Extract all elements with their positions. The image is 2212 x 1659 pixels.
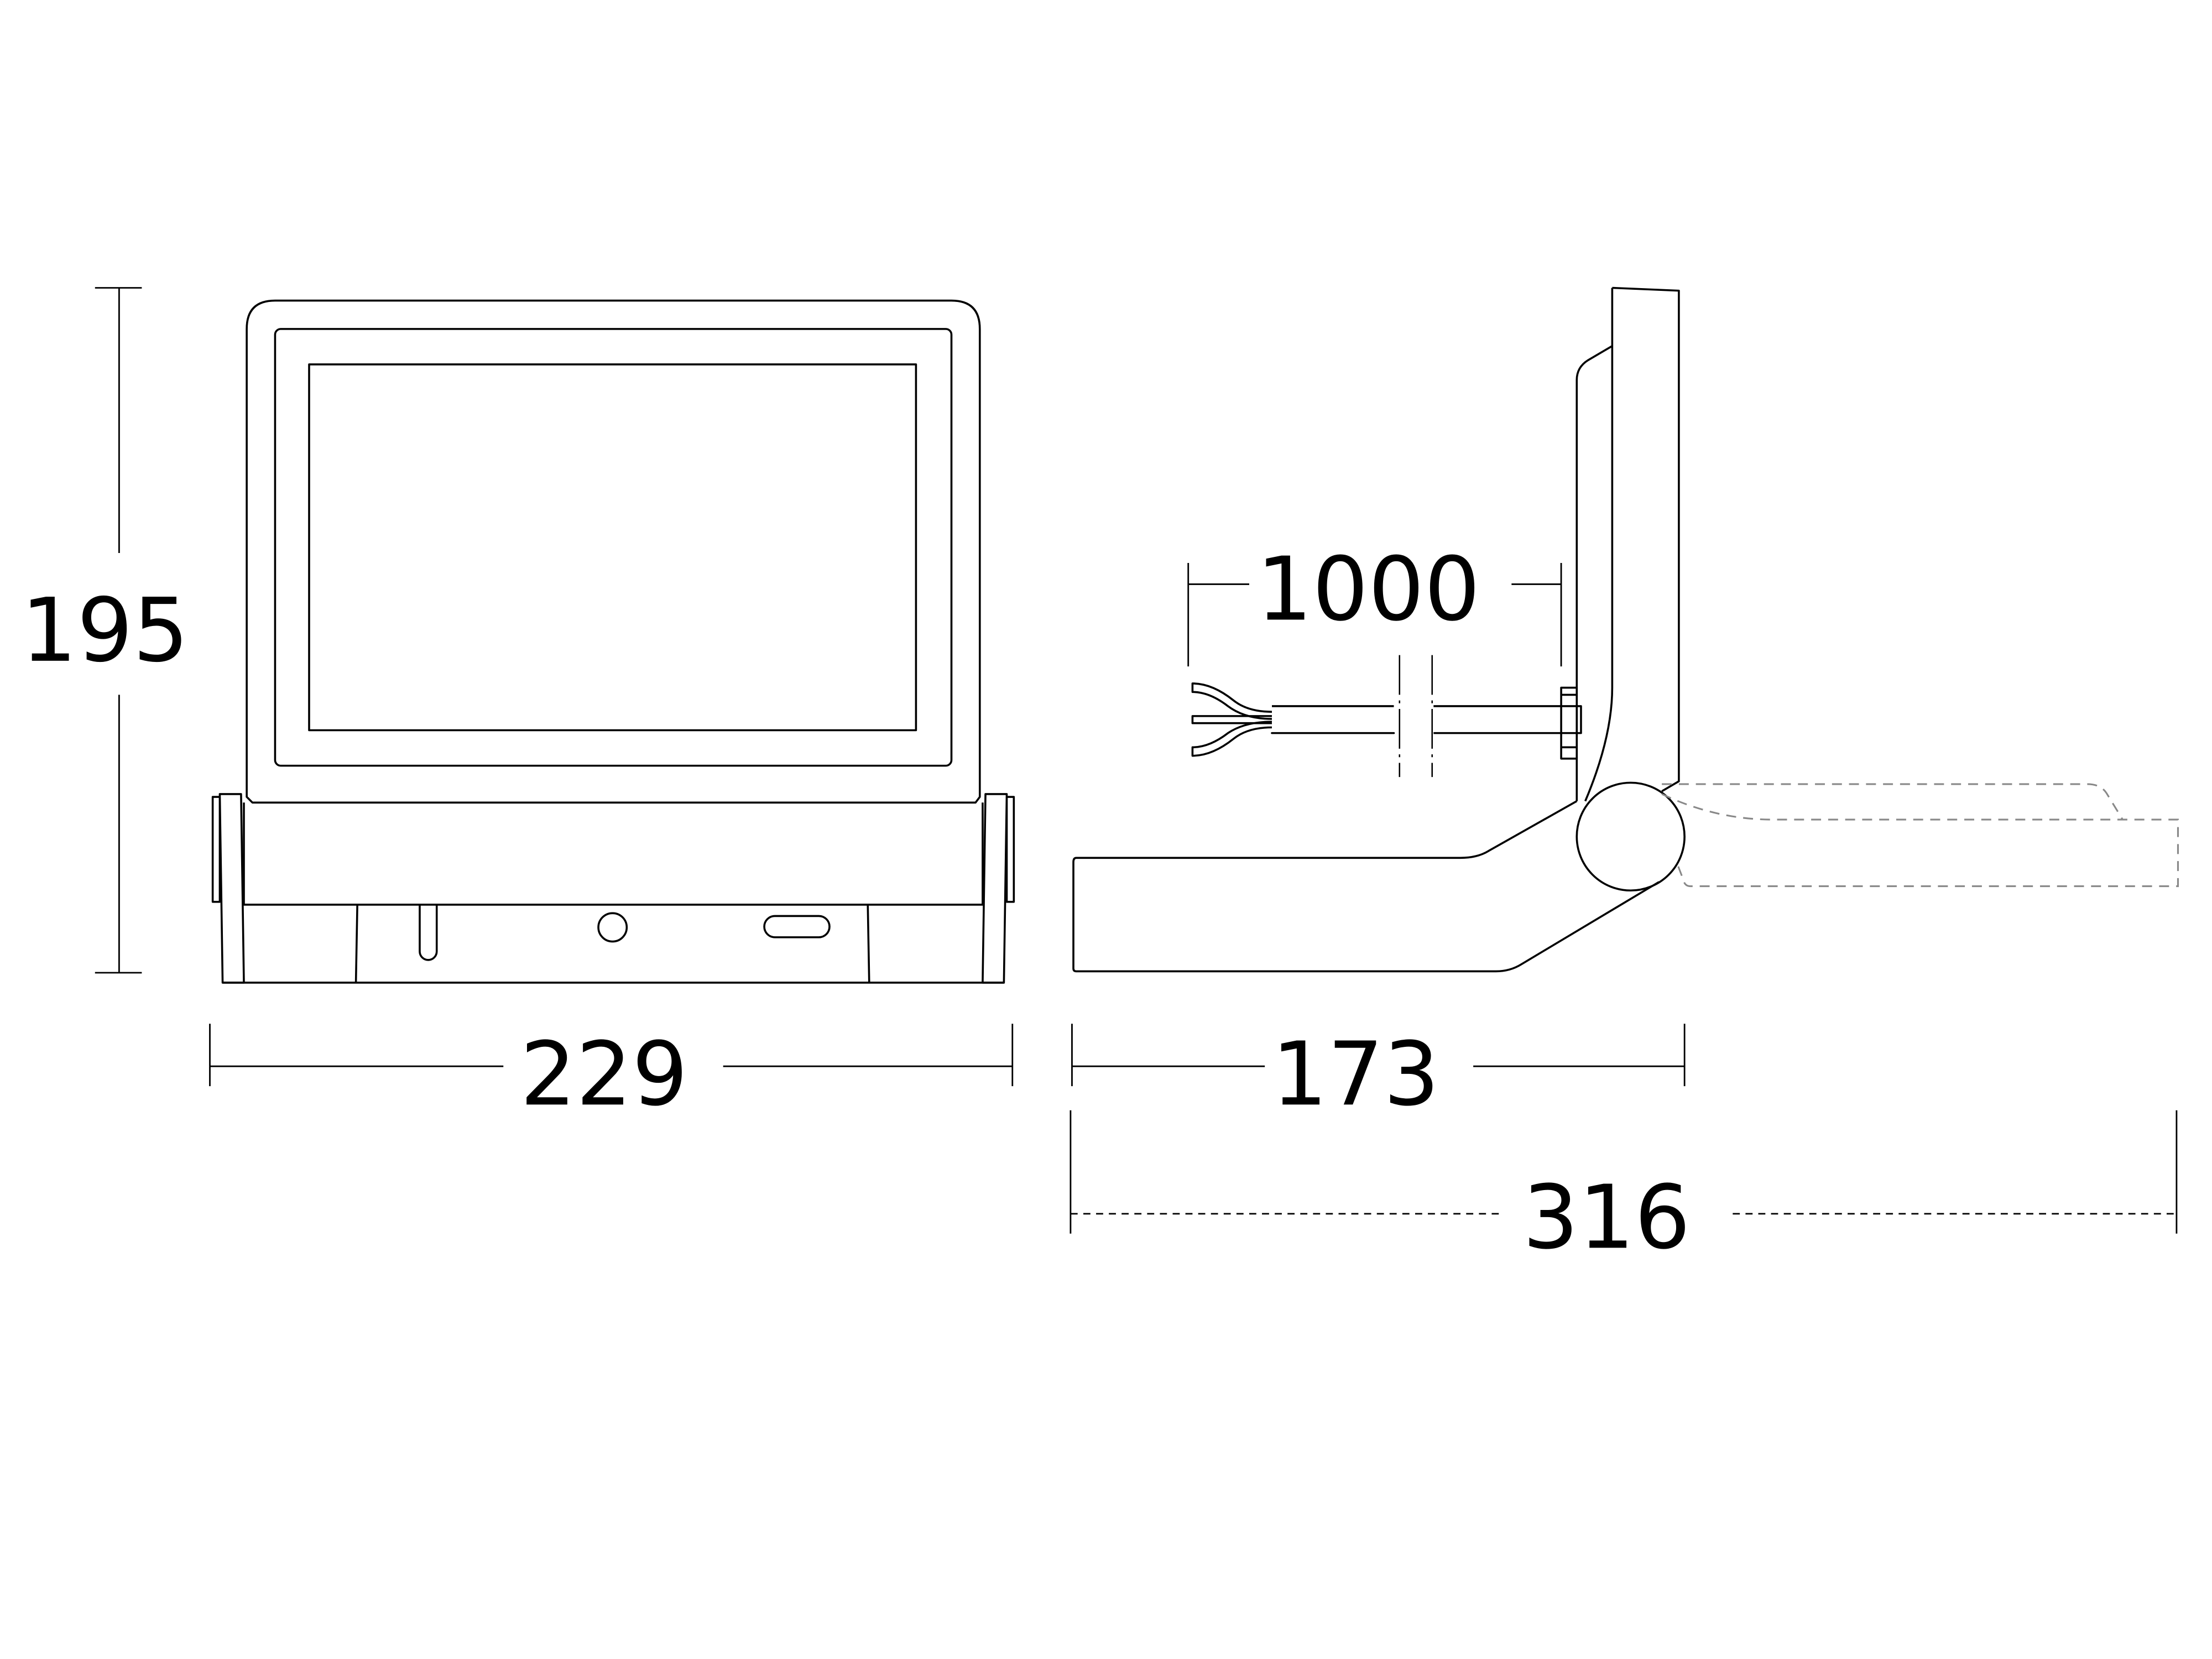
side-bracket <box>1072 800 1660 973</box>
pivot-knob <box>1575 781 1686 892</box>
height-dimension: 195 <box>21 287 189 974</box>
tilted-depth-dimension: 316 <box>1070 1110 2178 1269</box>
mount-hole <box>597 912 628 943</box>
tilted-depth-label: 316 <box>1522 1166 1690 1269</box>
side-housing-inner <box>1575 288 1614 802</box>
slot-horizontal <box>763 915 831 938</box>
depth-dimension: 173 <box>1071 1023 1686 1125</box>
width-dimension: 229 <box>209 1023 1014 1125</box>
front-view <box>211 299 1015 984</box>
cable-length-dimension: 1000 <box>1187 539 1562 667</box>
cable-gland <box>1560 686 1578 760</box>
width-label: 229 <box>520 1023 688 1125</box>
tilted-ghost <box>1661 783 2179 888</box>
height-label: 195 <box>21 580 189 682</box>
side-housing <box>1612 286 1680 792</box>
front-lens <box>308 363 917 732</box>
depth-label: 173 <box>1272 1023 1439 1125</box>
side-view <box>1072 286 2179 973</box>
cable-break-lines <box>1399 655 1433 778</box>
front-frame <box>274 328 953 767</box>
base-lower <box>222 904 1004 984</box>
cable-wires <box>1191 682 1272 757</box>
bracket-bar <box>243 802 984 906</box>
cable-length-label: 1000 <box>1256 539 1480 641</box>
cable <box>1271 705 1582 734</box>
front-housing <box>246 299 981 804</box>
bracket-left-arm <box>211 793 245 984</box>
slot-vertical <box>419 904 438 961</box>
bracket-right-arm <box>982 793 1015 984</box>
